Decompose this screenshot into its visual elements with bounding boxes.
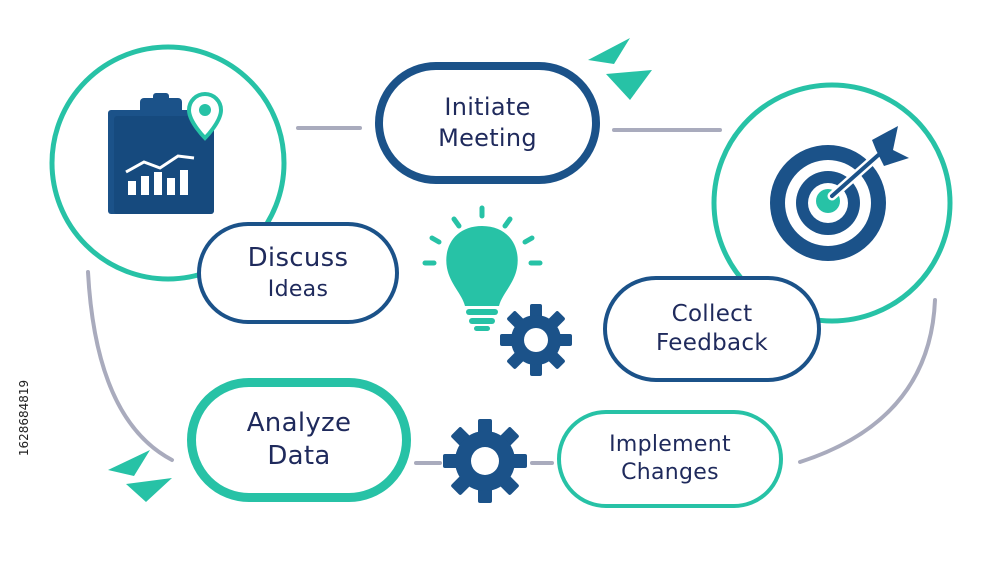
step-label-line: Initiate <box>444 93 531 122</box>
step-implement-changes: Implement Changes <box>557 410 783 508</box>
gear-icon <box>500 304 572 376</box>
step-label-line: Ideas <box>267 276 329 302</box>
step-label-line: Collect <box>671 300 753 327</box>
step-label-line: Implement <box>609 431 731 457</box>
step-label-line: Feedback <box>656 330 768 356</box>
paper-plane-icon <box>108 450 172 502</box>
lightbulb-icon <box>422 205 543 331</box>
paper-plane-icon <box>588 38 652 100</box>
left-circle <box>49 44 287 282</box>
target-arrow-icon <box>770 126 909 261</box>
step-collect-feedback: Collect Feedback <box>603 276 821 382</box>
connector-line <box>86 270 174 462</box>
step-label-line: Analyze <box>246 407 352 438</box>
location-pin-icon <box>186 91 224 141</box>
gear-icon <box>443 419 527 503</box>
step-label-line: Meeting <box>438 124 537 152</box>
step-initiate-meeting: Initiate Meeting <box>375 62 600 184</box>
step-analyze-data: Analyze Data <box>187 378 411 502</box>
connectors <box>86 126 937 465</box>
step-label-line: Discuss <box>247 243 349 274</box>
stock-id-watermark: 1628684819 <box>14 318 34 518</box>
step-label-line: Changes <box>621 460 719 485</box>
connector-line <box>798 298 937 464</box>
step-label-line: Data <box>267 441 331 471</box>
clipboard-chart-icon <box>108 93 214 214</box>
right-circle <box>711 82 953 324</box>
step-discuss-ideas: Discuss Ideas <box>197 222 399 324</box>
stock-id-text: 1628684819 <box>17 379 32 457</box>
